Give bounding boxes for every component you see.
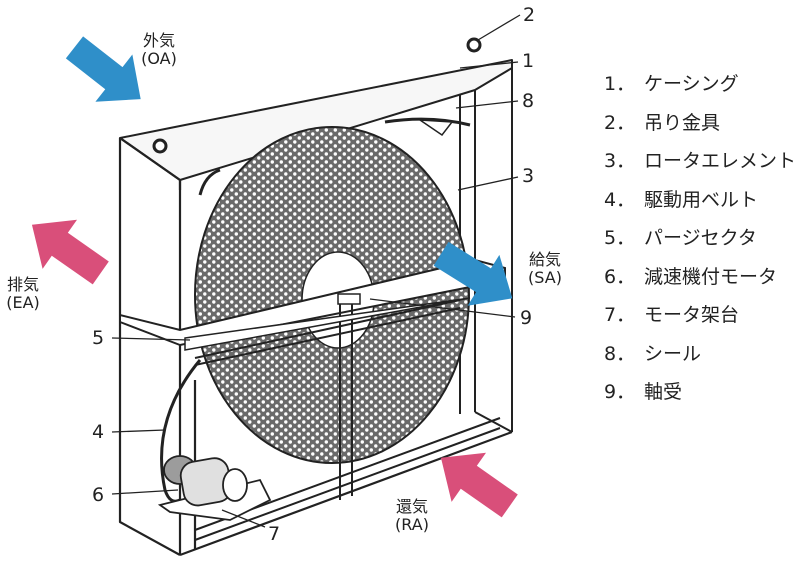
ra-code: (RA): [395, 515, 429, 534]
legend-item: 8． シール: [604, 342, 796, 381]
parts-legend: 1． ケーシング 2． 吊り金具 3． ロータエレメント 4． 駆動用ベルト 5． パージ…: [604, 72, 796, 419]
legend-label: シール: [644, 342, 702, 365]
callout-5: 5: [92, 327, 105, 349]
bearing: [337, 293, 361, 305]
legend-number: 6．: [604, 265, 636, 288]
leader-lines: [111, 14, 521, 528]
legend-item: 2． 吊り金具: [604, 111, 796, 150]
callout-8: 8: [522, 90, 535, 112]
legend-number: 1．: [604, 73, 636, 95]
legend-item: 3． ロータエレメント: [604, 149, 796, 188]
ea-code: (EA): [6, 293, 40, 312]
ea-label: 排気 (EA): [0, 276, 48, 312]
legend-label: ロータエレメント: [644, 150, 797, 172]
casing-front: [118, 137, 513, 557]
sa-name: 給気: [528, 250, 561, 269]
sa-label: 給気 (SA): [520, 251, 570, 287]
legend-number: 4．: [604, 188, 636, 211]
legend-item: 1． ケーシング: [604, 72, 796, 111]
legend-item: 4． 駆動用ベルト: [604, 188, 796, 227]
seal: [384, 117, 471, 127]
callout-2: 2: [523, 4, 536, 26]
legend-number: 8．: [604, 342, 636, 365]
purge-sector: [184, 297, 471, 351]
oa-arrow-icon: [65, 36, 141, 102]
legend-item: 6． 減速機付モータ: [604, 265, 796, 304]
drive-belt: [160, 359, 202, 503]
seal-arrow-icon: [417, 119, 454, 137]
callout-1: 1: [522, 50, 535, 72]
legend-label: 吊り金具: [644, 111, 721, 134]
legend-item: 7． モータ架台: [604, 303, 796, 342]
ea-arrow-icon: [31, 219, 109, 285]
oa-label: 外気 (OA): [134, 32, 184, 68]
legend-item: 9． 軸受: [604, 380, 796, 419]
sa-code: (SA): [528, 268, 562, 287]
callout-3: 3: [522, 165, 535, 187]
legend-number: 2．: [604, 111, 636, 134]
oa-name: 外気: [142, 31, 175, 50]
hanging-fixture: [152, 37, 482, 154]
legend-label: モータ架台: [644, 304, 740, 326]
legend-number: 7．: [604, 304, 636, 326]
legend-label: 減速機付モータ: [644, 265, 778, 288]
sa-arrow-icon: [433, 241, 513, 306]
legend-label: パージセクタ: [644, 227, 757, 249]
legend-label: 駆動用ベルト: [644, 188, 759, 211]
legend-number: 9．: [604, 381, 636, 403]
callout-7: 7: [268, 523, 281, 545]
callout-9: 9: [520, 307, 533, 329]
oa-code: (OA): [141, 49, 177, 68]
callout-6: 6: [92, 484, 105, 506]
ea-name: 排気: [6, 275, 39, 294]
motor-assembly: [157, 455, 272, 521]
legend-label: 軸受: [644, 381, 683, 403]
ra-arrow-icon: [440, 452, 518, 518]
legend-item: 5． パージセクタ: [604, 226, 796, 265]
legend-label: ケーシング: [644, 73, 739, 95]
callout-4: 4: [92, 421, 105, 443]
ra-label: 還気 (RA): [387, 498, 437, 534]
ra-name: 還気: [395, 497, 428, 516]
legend-number: 3．: [604, 150, 636, 172]
legend-number: 5．: [604, 227, 636, 249]
